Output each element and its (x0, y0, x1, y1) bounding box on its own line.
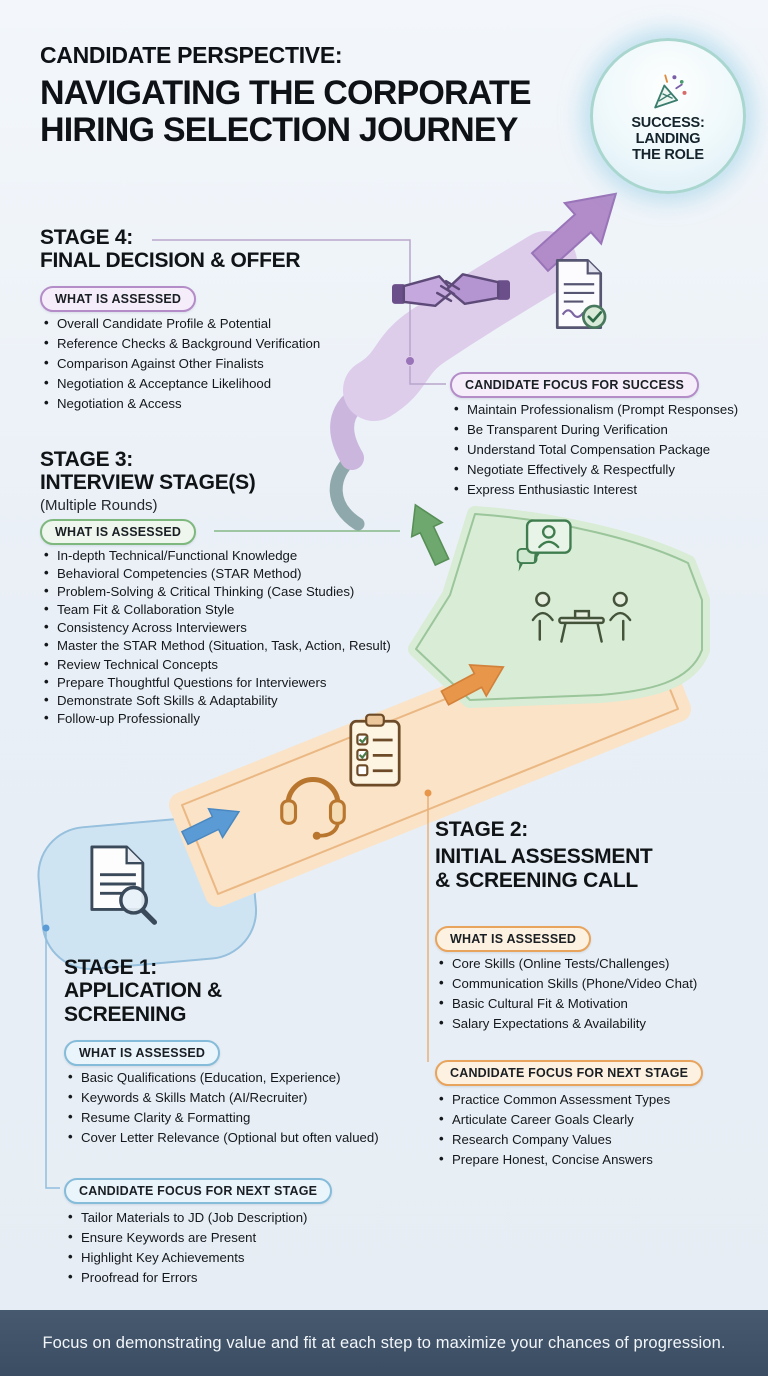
bullet-item: Basic Cultural Fit & Motivation (437, 995, 737, 1012)
stage1-focus-list: Tailor Materials to JD (Job Description)… (66, 1209, 396, 1290)
page-title-line1: NAVIGATING THE CORPORATE (40, 74, 532, 112)
headset-icon (272, 762, 354, 842)
bullet-item: Express Enthusiastic Interest (452, 481, 752, 498)
bullet-item: Demonstrate Soft Skills & Adaptability (42, 692, 434, 709)
bullet-item: Resume Clarity & Formatting (66, 1109, 406, 1126)
stage2-focus-badge: CANDIDATE FOCUS FOR NEXT STAGE (435, 1060, 704, 1086)
stage4-focus-list: Maintain Professionalism (Prompt Respons… (452, 401, 752, 502)
page-title-line2: HIRING SELECTION JOURNEY (40, 110, 518, 149)
bullet-item: Ensure Keywords are Present (66, 1229, 396, 1246)
party-popper-icon (645, 69, 691, 113)
bullet-item: Overall Candidate Profile & Potential (42, 315, 392, 332)
stage1-assessed-badge: WHAT IS ASSESSED (64, 1040, 221, 1066)
footer-bar: Focus on demonstrating value and fit at … (0, 1310, 768, 1376)
stage3-subtitle: (Multiple Rounds) (40, 496, 158, 514)
bullet-item: Master the STAR Method (Situation, Task,… (42, 637, 434, 654)
bullet-item: Understand Total Compensation Package (452, 441, 752, 458)
stage3-assessed-badge: WHAT IS ASSESSED (40, 519, 197, 545)
stage3-assessed-list: In-depth Technical/Functional KnowledgeB… (42, 547, 434, 729)
bullet-item: Comparison Against Other Finalists (42, 355, 392, 372)
bullet-item: Behavioral Competencies (STAR Method) (42, 565, 434, 582)
stage2-to-stage3-arrow (440, 663, 505, 706)
bullet-item: Core Skills (Online Tests/Challenges) (437, 955, 737, 972)
stage1-to-stage2-arrow (180, 807, 241, 846)
bullet-item: Review Technical Concepts (42, 656, 434, 673)
stage2-assessed-badge: WHAT IS ASSESSED (435, 926, 592, 952)
stage2-connector-line (424, 789, 432, 1062)
stage3-label: STAGE 3: (40, 448, 133, 471)
bullet-item: Prepare Thoughtful Questions for Intervi… (42, 674, 434, 691)
stage1-heading: STAGE 1: APPLICATION & SCREENING (64, 956, 222, 1026)
bullet-item: Negotiation & Access (42, 395, 392, 412)
bullet-item: In-depth Technical/Functional Knowledge (42, 547, 434, 564)
stage4-path-shape (330, 231, 577, 470)
stage2-assessed-list: Core Skills (Online Tests/Challenges) Com… (437, 955, 737, 1036)
stage3-to-stage4-arrow (410, 503, 450, 567)
bullet-item: Communication Skills (Phone/Video Chat) (437, 975, 737, 992)
stage1-focus-badge: CANDIDATE FOCUS FOR NEXT STAGE (64, 1178, 333, 1204)
stage4-heading: STAGE 4: FINAL DECISION & OFFER (40, 226, 300, 273)
stage2-heading: STAGE 2: INITIAL ASSESSMENT & SCREENING … (435, 818, 653, 892)
footer-text: Focus on demonstrating value and fit at … (42, 1333, 726, 1352)
success-label-line3: THE ROLE (632, 147, 704, 164)
bullet-item: Keywords & Skills Match (AI/Recruiter) (66, 1089, 406, 1106)
success-label-line1: SUCCESS: (631, 114, 705, 131)
stage4-label: STAGE 4: (40, 226, 133, 249)
stage4-title: FINAL DECISION & OFFER (40, 249, 301, 273)
bullet-item: Articulate Career Goals Clearly (437, 1111, 737, 1128)
stage2-label: STAGE 2: (435, 818, 528, 841)
handshake-icon (392, 258, 510, 328)
bullet-item: Proofread for Errors (66, 1269, 396, 1286)
bullet-item: Team Fit & Collaboration Style (42, 601, 434, 618)
bullet-item: Cover Letter Relevance (Optional but oft… (66, 1129, 406, 1146)
bullet-item: Practice Common Assessment Types (437, 1091, 737, 1108)
interview-table-icon (528, 584, 636, 650)
stage1-assessed-list: Basic Qualifications (Education, Experie… (66, 1069, 406, 1150)
stage4-assessed-list: Overall Candidate Profile & PotentialRef… (42, 315, 392, 416)
bullet-item: Maintain Professionalism (Prompt Respons… (452, 401, 752, 418)
header-kicker: CANDIDATE PERSPECTIVE: (40, 42, 343, 68)
bullet-item: Problem-Solving & Critical Thinking (Cas… (42, 583, 434, 600)
bullet-item: Be Transparent During Verification (452, 421, 752, 438)
offer-document-icon (548, 256, 610, 332)
stage1-label: STAGE 1: (64, 956, 157, 979)
stage3-title: INTERVIEW STAGE(S) (40, 471, 256, 495)
video-chat-icon (512, 516, 578, 578)
bullet-item: Prepare Honest, Concise Answers (437, 1151, 737, 1168)
header: CANDIDATE PERSPECTIVE: NAVIGATING THE CO… (40, 42, 580, 148)
bullet-item: Negotiate Effectively & Respectfully (452, 461, 752, 478)
stage1-title-line2: SCREENING (64, 1002, 187, 1026)
resume-search-icon (80, 840, 164, 928)
bullet-item: Follow-up Professionally (42, 710, 434, 727)
success-label-line2: LANDING (635, 130, 701, 147)
bullet-item: Salary Expectations & Availability (437, 1015, 737, 1032)
checklist-clipboard-icon (342, 712, 408, 790)
stage2-title-line2: & SCREENING CALL (435, 868, 638, 892)
stage2-title-line1: INITIAL ASSESSMENT (435, 845, 653, 869)
stage4-assessed-badge: WHAT IS ASSESSED (40, 286, 197, 312)
bullet-item: Tailor Materials to JD (Job Description) (66, 1209, 396, 1226)
stage1-connector-line (42, 924, 60, 1189)
bullet-item: Research Company Values (437, 1131, 737, 1148)
bullet-item: Consistency Across Interviewers (42, 619, 434, 636)
stage2-focus-list: Practice Common Assessment TypesArticula… (437, 1091, 737, 1172)
bullet-item: Reference Checks & Background Verificati… (42, 335, 392, 352)
bullet-item: Basic Qualifications (Education, Experie… (66, 1069, 406, 1086)
success-badge: SUCCESS: LANDING THE ROLE (590, 38, 746, 194)
bullet-item: Highlight Key Achievements (66, 1249, 396, 1266)
stage4-connector-line (152, 239, 446, 385)
stage4-to-success-arrow (530, 192, 618, 273)
stage3-heading: STAGE 3: INTERVIEW STAGE(S) (Multiple Ro… (40, 448, 256, 514)
stage1-title-line1: APPLICATION & (64, 979, 222, 1003)
bullet-item: Negotiation & Acceptance Likelihood (42, 375, 392, 392)
stage4-focus-badge: CANDIDATE FOCUS FOR SUCCESS (450, 372, 700, 398)
